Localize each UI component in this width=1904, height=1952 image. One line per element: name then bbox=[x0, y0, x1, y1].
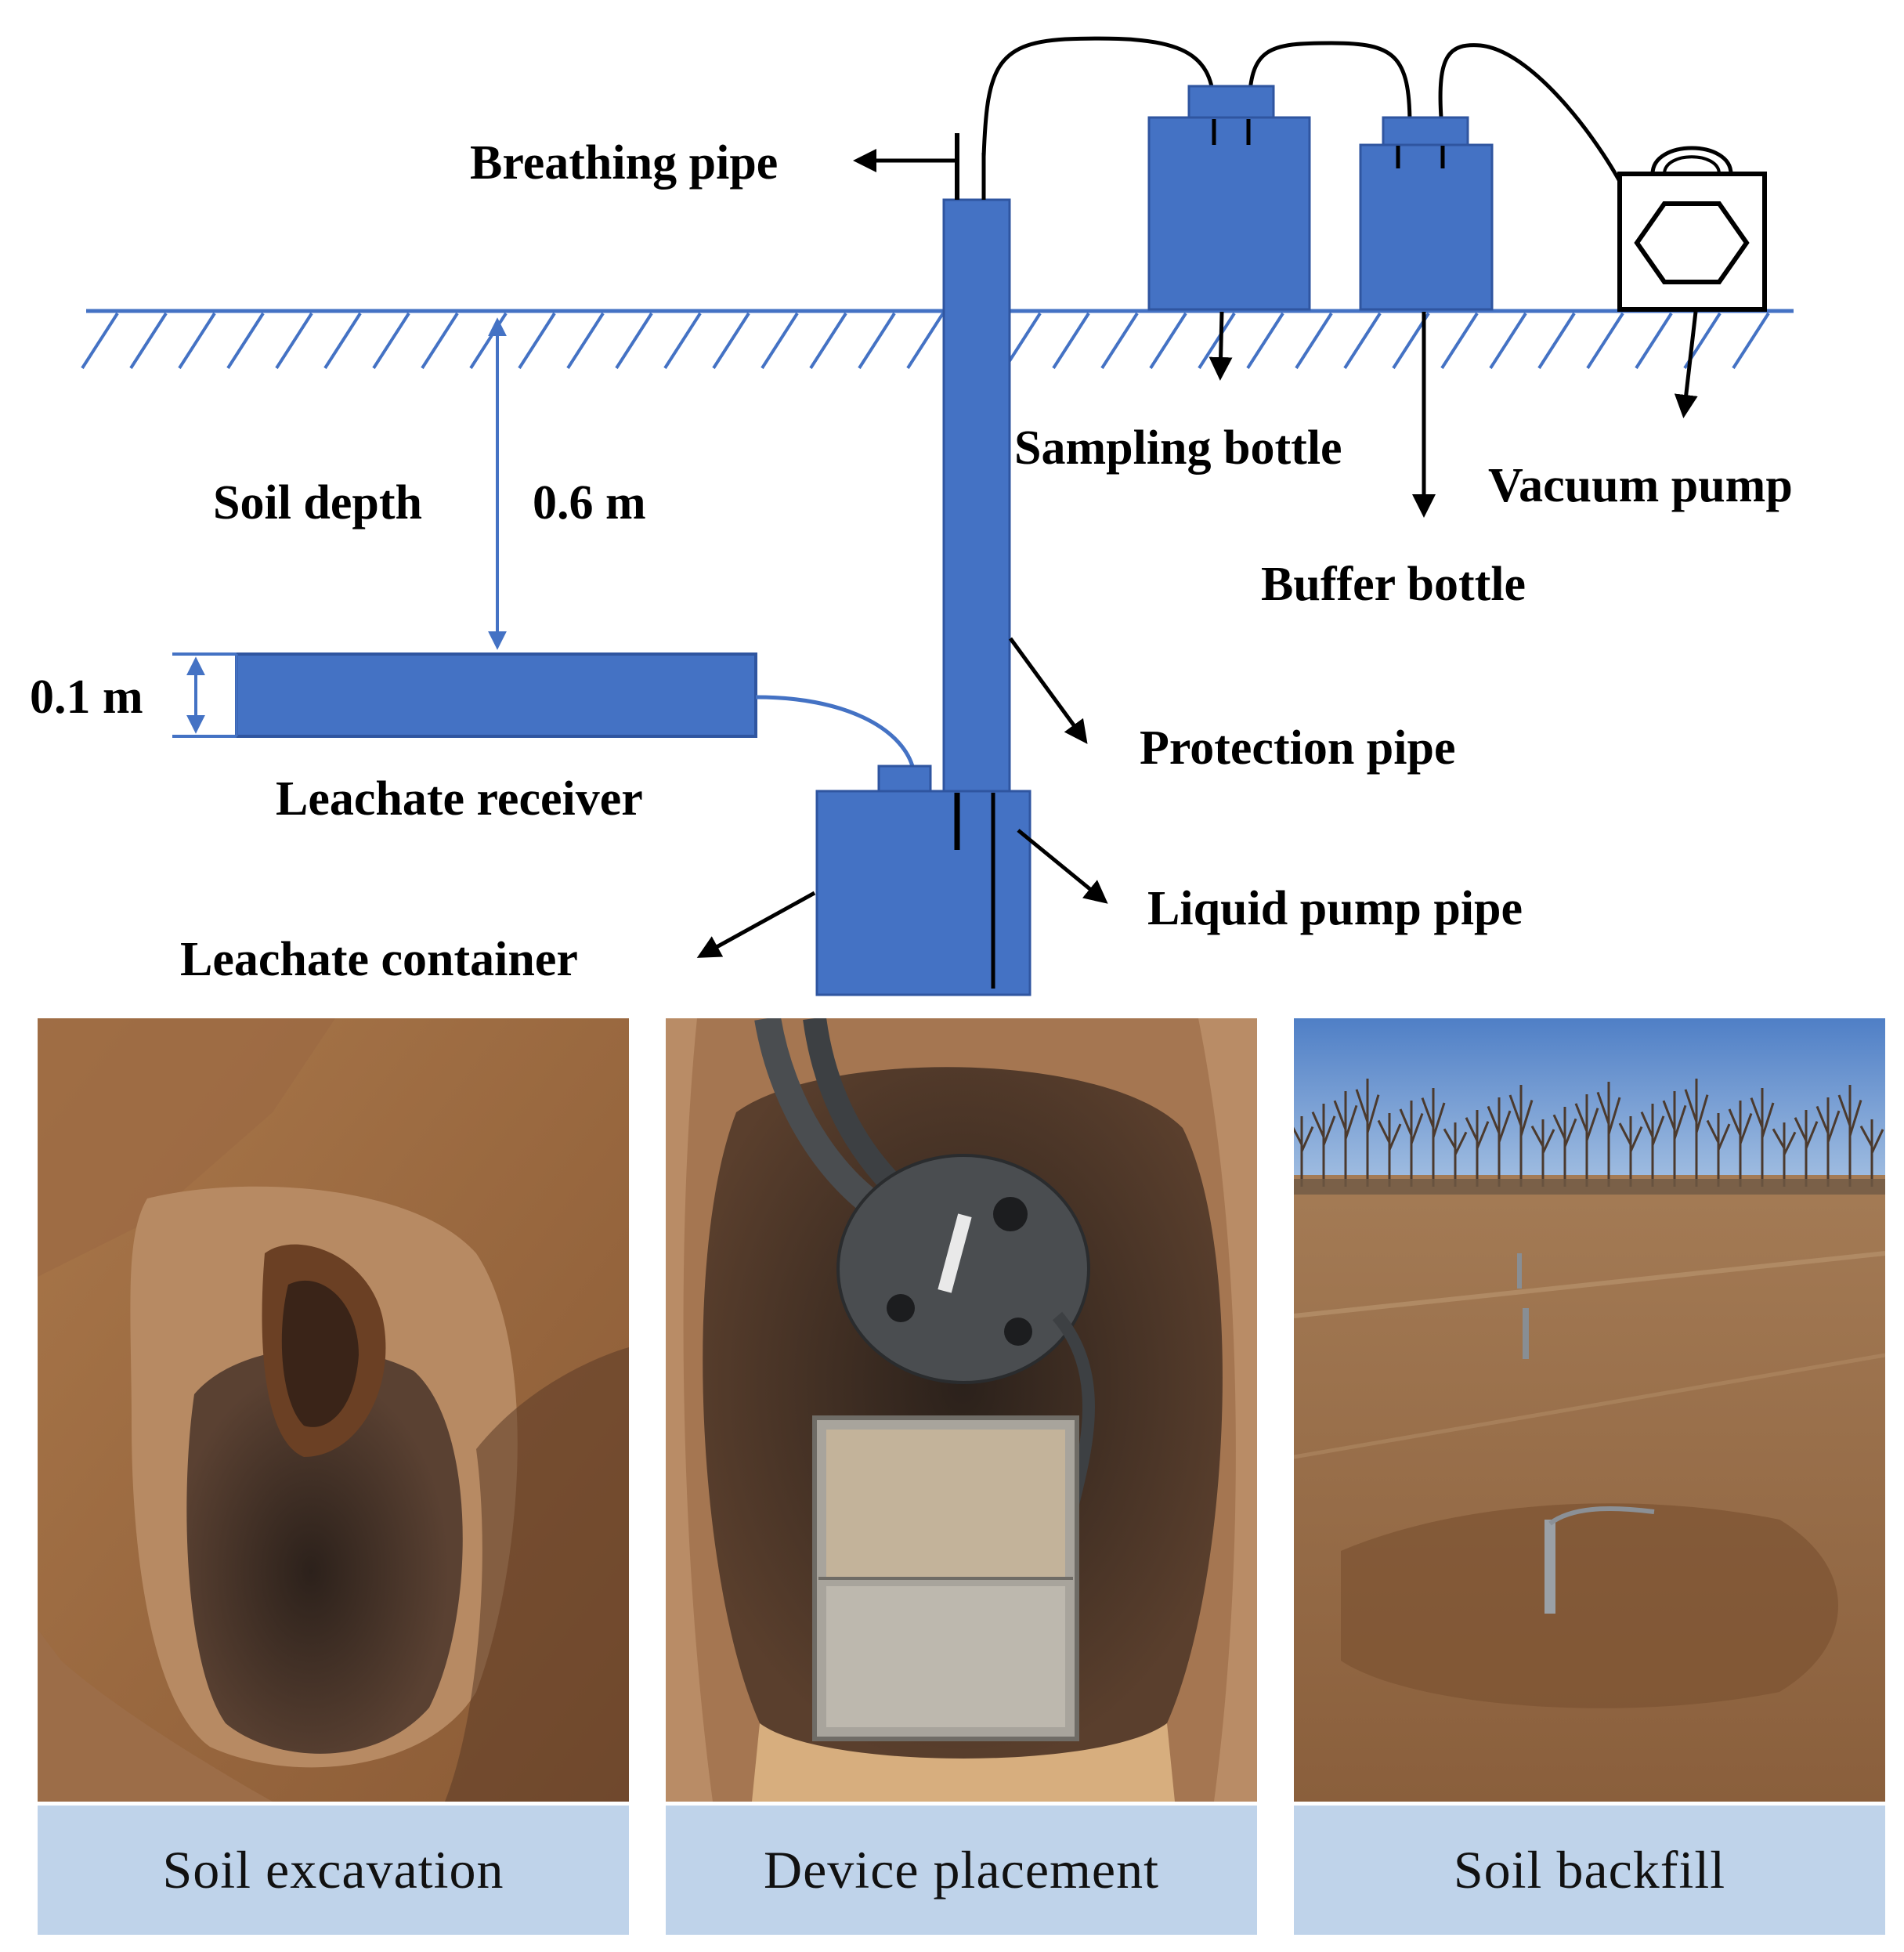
caption-text: Soil excavation bbox=[162, 1840, 504, 1900]
hatch-stroke bbox=[566, 312, 605, 370]
protection-pipe-label: Protection pipe bbox=[1140, 721, 1456, 775]
leachate-container-label: Leachate container bbox=[180, 933, 578, 986]
buffer-bottle-label: Buffer bottle bbox=[1261, 558, 1526, 611]
hatch-stroke bbox=[809, 312, 847, 370]
tree-icon bbox=[1552, 1107, 1577, 1187]
leachate-container-shape bbox=[815, 765, 1031, 996]
photo-device-placement bbox=[666, 1018, 1257, 1802]
tree-icon bbox=[1815, 1097, 1841, 1187]
tree-icon bbox=[1837, 1085, 1862, 1187]
buffer-bottle-shape bbox=[1359, 116, 1494, 311]
sampling-bottle-shape bbox=[1147, 85, 1311, 311]
tree-icon bbox=[1294, 1116, 1314, 1187]
tree-icon bbox=[1311, 1104, 1336, 1187]
leachate-sampling-diagram: Breathing pipe Soil depth 0.6 m 0.1 m Sa… bbox=[30, 36, 1794, 996]
tree-icon bbox=[1728, 1101, 1753, 1187]
hatch-stroke bbox=[1635, 312, 1673, 370]
tree-icon bbox=[1399, 1101, 1424, 1187]
tree-icon bbox=[1574, 1094, 1599, 1187]
tree-icon bbox=[1333, 1091, 1358, 1187]
tree-icon bbox=[1465, 1110, 1490, 1187]
hatch-stroke bbox=[1732, 312, 1770, 370]
tree-icon bbox=[1640, 1104, 1665, 1187]
hatch-stroke bbox=[1100, 312, 1139, 370]
tree-icon bbox=[1508, 1085, 1534, 1187]
excavated-pit-icon bbox=[38, 1018, 629, 1802]
tree-icon bbox=[1487, 1097, 1512, 1187]
liquid-pump-pipe-label: Liquid pump pipe bbox=[1147, 882, 1523, 935]
depth-value-label: 0.6 m bbox=[533, 476, 646, 530]
buried-device-icon bbox=[666, 1018, 1257, 1802]
hatch-stroke bbox=[1343, 312, 1382, 370]
leachate-receiver-shape bbox=[235, 652, 757, 738]
hatch-stroke bbox=[1052, 312, 1090, 370]
receiver-height-label: 0.1 m bbox=[30, 671, 143, 724]
protection-pipe-shape bbox=[942, 198, 1011, 797]
hatch-stroke bbox=[1295, 312, 1333, 370]
hatch-stroke bbox=[372, 312, 410, 370]
tree-icon bbox=[1618, 1116, 1643, 1187]
vacuum-pump-label: Vacuum pump bbox=[1488, 459, 1793, 512]
hatch-stroke bbox=[1537, 312, 1576, 370]
tree-icon bbox=[1443, 1122, 1468, 1187]
hatch-stroke bbox=[906, 312, 945, 370]
ground-surface bbox=[81, 309, 1794, 370]
hatch-stroke bbox=[178, 312, 216, 370]
breathing-pipe-label: Breathing pipe bbox=[470, 136, 778, 190]
tree-icon bbox=[1421, 1088, 1446, 1187]
caption-device-placement: Device placement bbox=[666, 1806, 1257, 1935]
hatch-stroke bbox=[1440, 312, 1479, 370]
tree-icon bbox=[1706, 1113, 1731, 1187]
caption-text: Soil backfill bbox=[1453, 1840, 1726, 1900]
tree-icon bbox=[1530, 1119, 1555, 1187]
hatch-stroke bbox=[1246, 312, 1284, 370]
field-with-pipe-icon bbox=[1294, 1018, 1885, 1802]
caption-soil-backfill: Soil backfill bbox=[1294, 1806, 1885, 1935]
tree-icon bbox=[1772, 1122, 1797, 1187]
hatch-stroke bbox=[1149, 312, 1187, 370]
tree-icon bbox=[1377, 1113, 1402, 1187]
tree-icon bbox=[1662, 1091, 1687, 1187]
photo-soil-excavation bbox=[38, 1018, 629, 1802]
caption-soil-excavation: Soil excavation bbox=[38, 1806, 629, 1935]
hatch-stroke bbox=[1586, 312, 1624, 370]
hatch-stroke bbox=[1489, 312, 1527, 370]
tree-icon bbox=[1596, 1082, 1621, 1187]
depth-dimension bbox=[172, 317, 507, 738]
hatch-stroke bbox=[1198, 312, 1236, 370]
hatch-stroke bbox=[663, 312, 702, 370]
hatch-stroke bbox=[761, 312, 799, 370]
hatch-stroke bbox=[275, 312, 313, 370]
hatch-stroke bbox=[469, 312, 508, 370]
hatch-stroke bbox=[615, 312, 653, 370]
caption-text: Device placement bbox=[764, 1840, 1159, 1900]
hatch-stroke bbox=[323, 312, 362, 370]
sampling-bottle-label: Sampling bottle bbox=[1014, 421, 1342, 475]
tree-icon bbox=[1750, 1088, 1775, 1187]
tree-icon bbox=[1794, 1110, 1819, 1187]
hatch-stroke bbox=[518, 312, 556, 370]
leachate-receiver-label: Leachate receiver bbox=[276, 772, 643, 826]
tree-icon bbox=[1684, 1079, 1709, 1187]
hatch-stroke bbox=[858, 312, 896, 370]
photo-soil-backfill bbox=[1294, 1018, 1885, 1802]
tree-icon bbox=[1355, 1079, 1380, 1187]
hatch-stroke bbox=[81, 312, 119, 370]
tree-icon bbox=[1859, 1119, 1884, 1187]
hatch-stroke bbox=[421, 312, 459, 370]
hatch-stroke bbox=[712, 312, 750, 370]
hatch-stroke bbox=[226, 312, 265, 370]
hatch-stroke bbox=[129, 312, 168, 370]
soil-depth-label: Soil depth bbox=[213, 476, 422, 530]
vacuum-pump-icon bbox=[1617, 146, 1767, 312]
